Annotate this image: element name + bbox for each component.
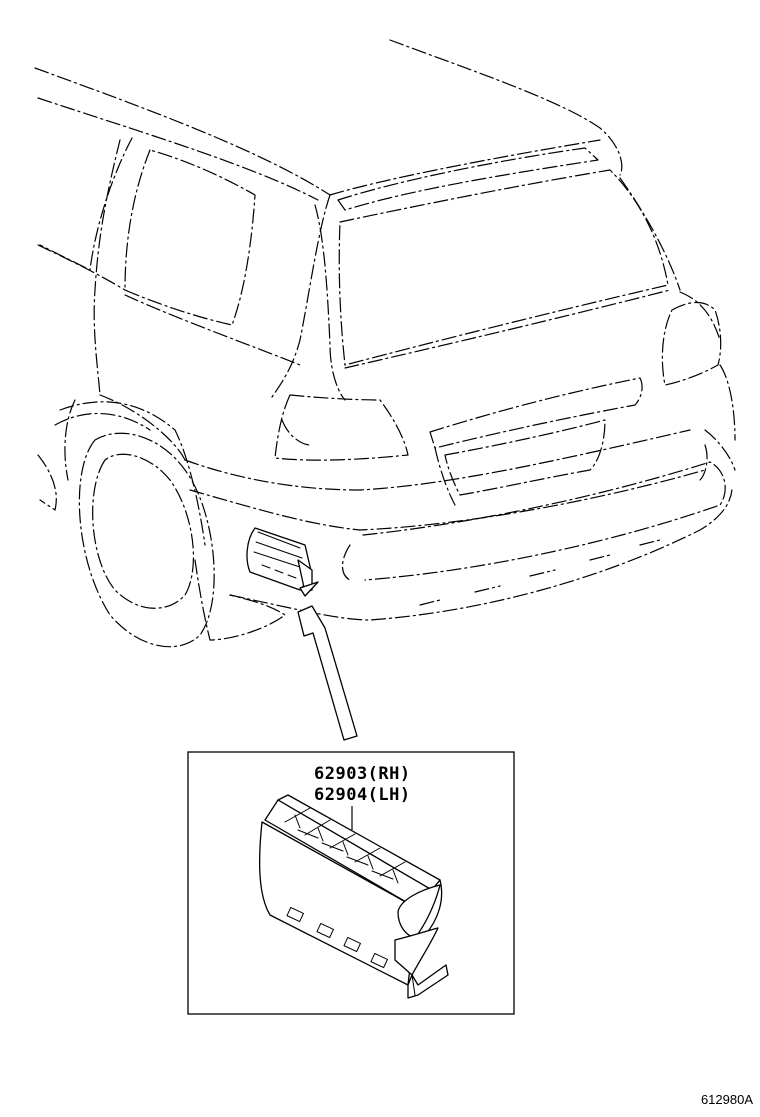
- vehicle-phantom-outline: [34, 39, 736, 648]
- part-number-lh: 62904(LH): [314, 785, 411, 805]
- figure-id: 612980A: [701, 1092, 753, 1107]
- callout-box: 62903(RH) 62904(LH): [187, 751, 515, 1015]
- reflector-part-detail: [258, 794, 449, 999]
- indicator-arrow: [297, 605, 358, 741]
- part-number-rh: 62903(RH): [314, 764, 411, 784]
- installed-reflector-part: [246, 527, 319, 597]
